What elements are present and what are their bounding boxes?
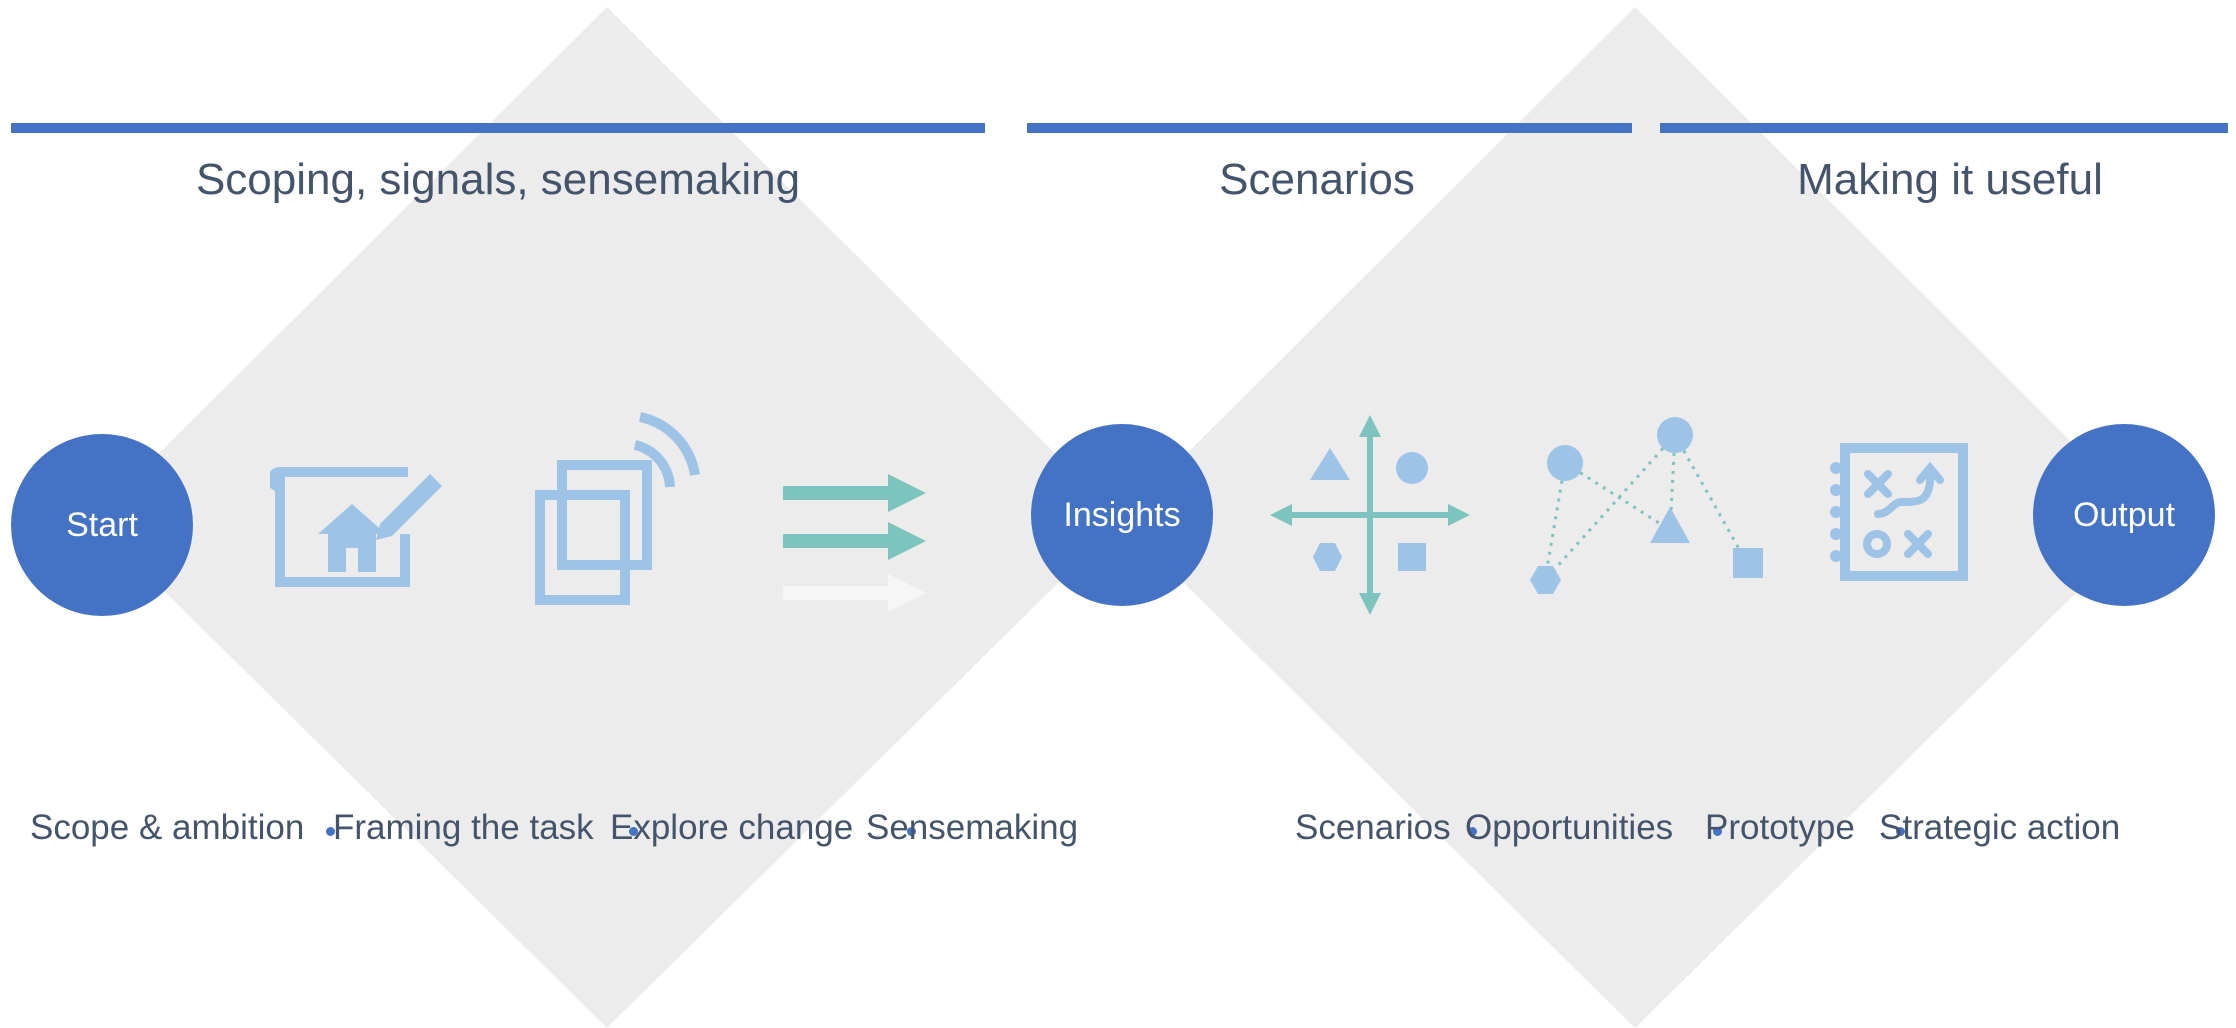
step-explore-change: Explore change	[610, 808, 854, 847]
phase-title-scoping: Scoping, signals, sensemaking	[195, 155, 801, 204]
step-scenarios: Scenarios	[1295, 808, 1451, 847]
output-label: Output	[2072, 495, 2176, 534]
network-icon	[1530, 417, 1763, 594]
step-strategic-action: Strategic action	[1879, 808, 2121, 847]
step-framing-task: Framing the task	[333, 808, 594, 847]
blueprint-house-icon	[270, 467, 442, 587]
step-prototype: Prototype	[1705, 808, 1855, 847]
bullet-dot	[1468, 827, 1477, 836]
insights-node: Insights	[1031, 424, 1213, 606]
bullet-dot	[907, 827, 916, 836]
signal-frames-icon	[535, 412, 700, 605]
left-diamond	[92, 7, 1122, 1028]
bullet-dot	[1713, 827, 1722, 836]
bullet-dot	[629, 827, 638, 836]
step-scope-ambition: Scope & ambition	[30, 808, 305, 847]
phase-bar-1	[11, 123, 985, 133]
insights-label: Insights	[1063, 495, 1181, 534]
arrows-icon	[783, 474, 926, 612]
phase-title-making-useful: Making it useful	[1797, 155, 2103, 204]
bullet-dot	[1896, 827, 1905, 836]
step-sensemaking: Sensemaking	[866, 808, 1079, 847]
phase-bar-2	[1027, 123, 1632, 133]
phase-bar-3	[1660, 123, 2228, 133]
bullet-dot	[326, 827, 335, 836]
step-opportunities: Opportunities	[1465, 808, 1674, 847]
axes-icon	[1270, 415, 1470, 615]
start-node: Start	[11, 434, 193, 616]
right-diamond	[1120, 7, 2150, 1028]
strategy-notebook-icon	[1830, 443, 1968, 581]
output-node: Output	[2033, 424, 2215, 606]
phase-title-scenarios: Scenarios	[1219, 155, 1415, 204]
start-label: Start	[66, 505, 138, 544]
